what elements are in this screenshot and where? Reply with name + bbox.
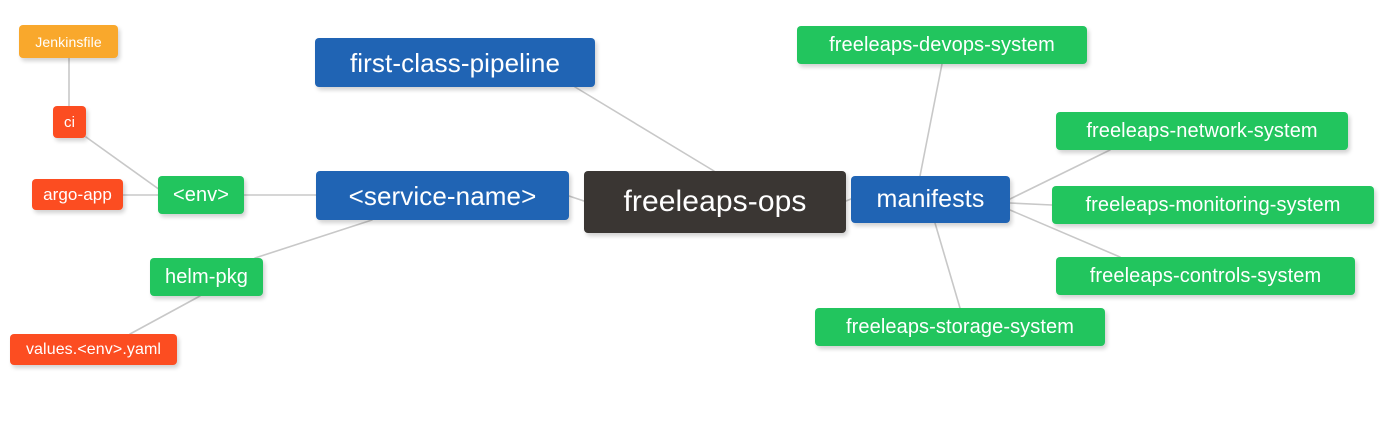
edge-values-env-yaml-to-helm-pkg xyxy=(129,295,201,335)
node-label: freeleaps-devops-system xyxy=(829,34,1055,56)
node-label: manifests xyxy=(876,185,985,213)
edge-manifests-to-freeleaps-devops-system xyxy=(919,63,943,177)
node-jenkinsfile[interactable]: Jenkinsfile xyxy=(19,25,118,58)
node-freeleaps-devops-system[interactable]: freeleaps-devops-system xyxy=(797,26,1087,64)
node-label: freeleaps-monitoring-system xyxy=(1085,194,1341,216)
node-values-env-yaml[interactable]: values.<env>.yaml xyxy=(10,334,177,365)
node-label: first-class-pipeline xyxy=(349,47,561,78)
node-service-name[interactable]: <service-name> xyxy=(316,171,569,220)
node-manifests[interactable]: manifests xyxy=(851,176,1010,223)
node-label: freeleaps-controls-system xyxy=(1089,265,1322,287)
node-helm-pkg[interactable]: helm-pkg xyxy=(150,258,263,296)
node-first-class-pipeline[interactable]: first-class-pipeline xyxy=(315,38,595,87)
node-label: helm-pkg xyxy=(164,266,249,288)
node-freeleaps-storage-system[interactable]: freeleaps-storage-system xyxy=(815,308,1105,346)
node-label: <env> xyxy=(172,184,230,206)
node-label: argo-app xyxy=(43,185,112,204)
node-label: freeleaps-network-system xyxy=(1086,120,1318,142)
node-env[interactable]: <env> xyxy=(158,176,244,214)
node-label: ci xyxy=(63,113,76,131)
edge-service-name-to-freeleaps-ops xyxy=(568,195,585,202)
edge-helm-pkg-to-service-name xyxy=(254,219,373,259)
edge-first-class-pipeline-to-freeleaps-ops xyxy=(574,86,715,172)
node-freeleaps-monitoring-system[interactable]: freeleaps-monitoring-system xyxy=(1052,186,1374,224)
node-freeleaps-network-system[interactable]: freeleaps-network-system xyxy=(1056,112,1348,150)
node-label: freeleaps-ops xyxy=(623,185,807,218)
node-label: freeleaps-storage-system xyxy=(845,316,1075,338)
node-label: <service-name> xyxy=(348,180,537,211)
node-freeleaps-ops[interactable]: freeleaps-ops xyxy=(584,171,846,233)
node-label: Jenkinsfile xyxy=(35,33,102,50)
node-ci[interactable]: ci xyxy=(53,106,86,138)
node-label: values.<env>.yaml xyxy=(25,340,162,358)
node-argo-app[interactable]: argo-app xyxy=(32,179,123,210)
node-freeleaps-controls-system[interactable]: freeleaps-controls-system xyxy=(1056,257,1355,295)
edge-manifests-to-freeleaps-storage-system xyxy=(934,222,961,309)
edge-manifests-to-freeleaps-monitoring-system xyxy=(1009,202,1053,206)
